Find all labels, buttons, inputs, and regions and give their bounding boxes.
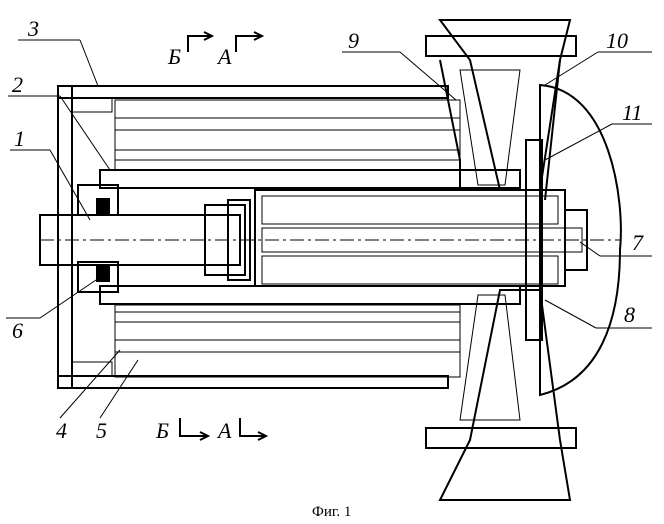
section-markers <box>180 32 266 440</box>
label-7: 7 <box>632 230 644 255</box>
shaft <box>40 200 620 280</box>
label-1: 1 <box>14 126 25 151</box>
housing <box>58 86 448 388</box>
section-b-top: Б <box>167 44 181 69</box>
label-5: 5 <box>96 418 107 443</box>
section-a-bottom: А <box>216 418 232 443</box>
label-8: 8 <box>624 302 635 327</box>
rotor-core <box>255 190 587 286</box>
section-b-bottom: Б <box>155 418 169 443</box>
label-9: 9 <box>348 28 359 53</box>
left-bearing-assembly <box>78 185 118 292</box>
cone-top <box>426 20 576 200</box>
label-6: 6 <box>12 318 23 343</box>
stator-discs-top <box>115 100 460 170</box>
label-4: 4 <box>56 418 67 443</box>
label-2: 2 <box>12 72 23 97</box>
label-11: 11 <box>622 100 642 125</box>
label-3: 3 <box>27 16 39 41</box>
section-a-top: А <box>216 44 232 69</box>
stator-discs-bottom <box>115 305 460 377</box>
figure-caption: Фиг. 1 <box>312 504 351 520</box>
label-10: 10 <box>606 28 628 53</box>
